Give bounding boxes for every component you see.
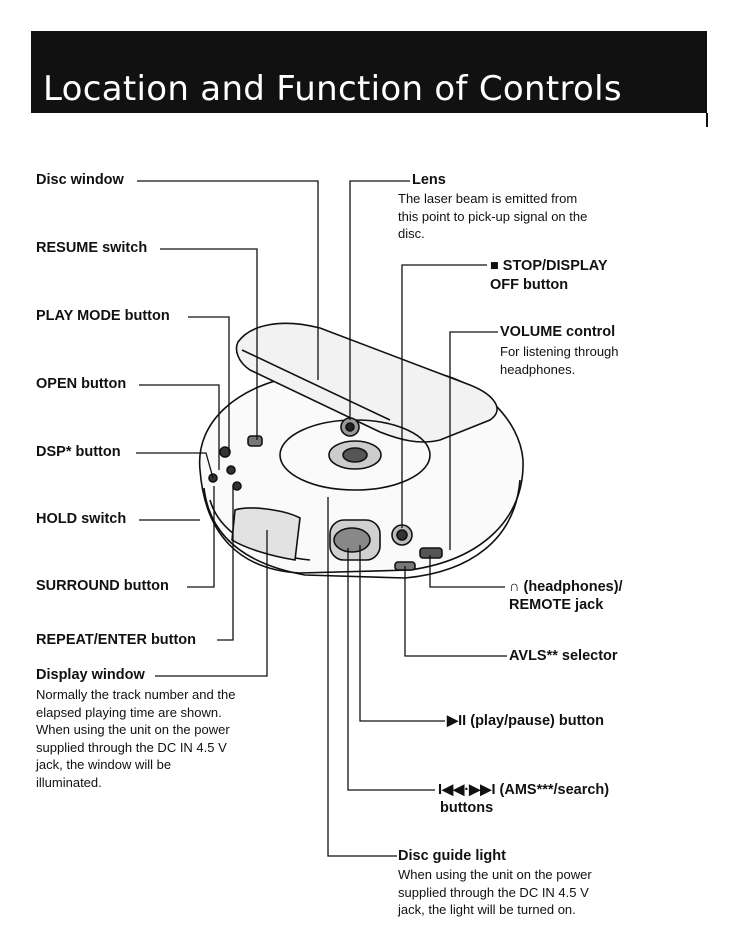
desc-display-window: Normally the track number and the elapse… <box>36 687 236 790</box>
label-play-pause: ▶II (play/pause) button <box>447 713 604 729</box>
label-disc-guide-light: Disc guide light <box>398 848 506 864</box>
leader-volume <box>449 331 498 550</box>
label-display-window: Display window <box>36 667 145 683</box>
label-surround-button: SURROUND button <box>36 578 169 594</box>
leader-surround <box>187 486 215 588</box>
leader-repeat <box>217 486 234 641</box>
label-ams-search: I◀◀·▶▶I (AMS***/search) <box>438 782 610 798</box>
leader-disc-window <box>137 180 319 380</box>
leader-play-mode <box>188 316 230 452</box>
label-play-mode-button: PLAY MODE button <box>36 308 170 324</box>
margin-rule <box>706 113 708 127</box>
label-open-button: OPEN button <box>36 376 127 392</box>
leader-open <box>139 384 220 470</box>
label-headphones-jack: ∩ (headphones)/ <box>509 579 623 595</box>
leader-lens <box>349 180 410 420</box>
label-hold-switch: HOLD switch <box>36 511 127 527</box>
leader-headphones <box>429 555 505 588</box>
cd-player-body <box>198 322 524 579</box>
desc-volume: For listening through headphones. <box>500 344 619 377</box>
leader-play-pause <box>359 545 445 722</box>
leader-stop <box>401 264 487 528</box>
desc-lens: The laser beam is emitted from this poin… <box>398 191 588 241</box>
leader-display-window <box>155 530 268 677</box>
label-ams-search-2: buttons <box>440 800 494 816</box>
label-headphones-jack-2: REMOTE jack <box>509 597 604 613</box>
desc-disc-guide-light: When using the unit on the power supplie… <box>398 867 592 917</box>
label-dsp-button: DSP* button <box>36 444 121 460</box>
label-disc-window: Disc window <box>36 172 124 188</box>
label-stop-display-2: OFF button <box>490 277 569 293</box>
label-repeat-enter-button: REPEAT/ENTER button <box>36 632 197 648</box>
leader-disc-guide <box>327 497 397 857</box>
leader-dsp <box>136 452 214 479</box>
leader-resume <box>160 248 258 440</box>
leader-ams <box>347 548 435 791</box>
label-avls-selector: AVLS** selector <box>509 648 618 664</box>
title-bar: Location and Function of Controls <box>31 31 707 113</box>
page-title: Location and Function of Controls <box>43 69 622 109</box>
label-stop-display: ■ STOP/DISPLAY <box>490 258 608 274</box>
label-volume-control: VOLUME control <box>500 324 616 340</box>
label-lens: Lens <box>412 172 446 188</box>
leader-avls <box>404 566 507 657</box>
leader-lines <box>136 180 507 857</box>
label-resume-switch: RESUME switch <box>36 240 148 256</box>
